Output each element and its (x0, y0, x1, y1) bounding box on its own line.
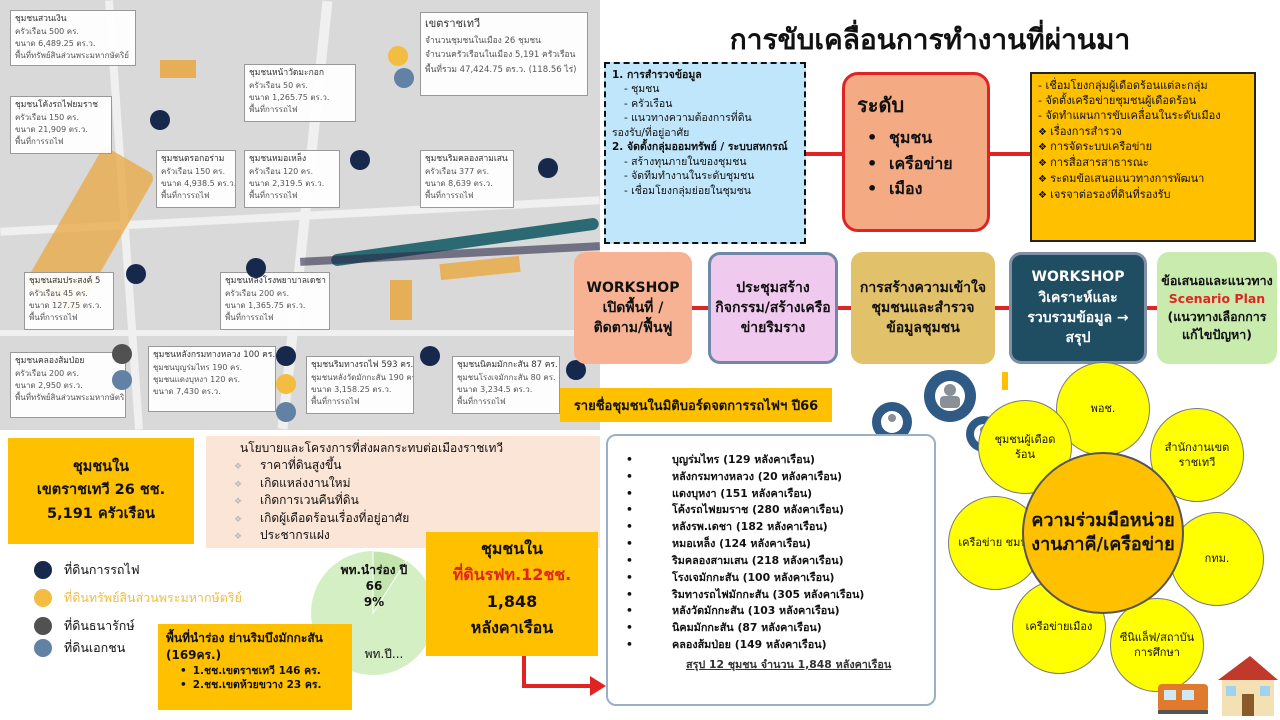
list-item: •โรงเจมักกะสัน (100 หลังคาเรือน) (626, 570, 835, 584)
petal: ซีนิแล็ฟ/สถาบันการศึกษา (1110, 598, 1204, 692)
process-scenario-plan: ข้อเสนอและแนวทาง Scenario Plan (แนวทางเล… (1157, 252, 1277, 364)
outcomes-box: - เชื่อมโยงกลุ่มผู้เดือดร้อนแต่ละกลุ่ม -… (1030, 72, 1256, 242)
list-item: •แดงบุหงา (151 หลังคาเรือน) (626, 486, 813, 500)
survey-steps-box: 1. การสำรวจข้อมูล - ชุมชน - ครัวเรือน - … (604, 62, 806, 244)
map-area-orange (439, 255, 521, 281)
district-info-box: เขตราชเทวี จำนวนชุมชนในเมือง 26 ชุมชน จำ… (420, 12, 588, 96)
process-understanding: การสร้างความเข้าใจชุมชนและสำรวจข้อมูลชุม… (851, 252, 995, 364)
connector-line (990, 152, 1030, 156)
connector-line (806, 152, 842, 156)
list-item: •หมอเหล็ง (124 หลังคาเรือน) (626, 537, 811, 551)
levels-box: ระดับ ชุมชน เครือข่าย เมือง (842, 72, 990, 232)
district-stat-box: ชุมชนใน เขตราชเทวี 26 ชช. 5,191 ครัวเรือ… (8, 438, 194, 544)
legend-swatch (34, 617, 52, 635)
map-marker-private (276, 402, 296, 422)
community-list-label: รายชื่อชุมชนในมิติบอร์ดจตการรถไฟฯ ปี66 (560, 388, 832, 422)
petal: กทม. (1170, 512, 1264, 606)
legend-item: ที่ดินการรถไฟ (34, 560, 140, 580)
flower-center: ความร่วมมือหน่วยงานภาคี/เครือข่าย (1022, 452, 1184, 614)
policy-item: เกิดการเวนคืนที่ดิน (216, 492, 590, 509)
list-item: •หลังวัดมักกะสัน (103 หลังคาเรือน) (626, 604, 840, 618)
list-item: •โค้งรถไฟยมราช (280 หลังคาเรือน) (626, 503, 844, 517)
process-workshop-open: WORKSHOP เปิดพื้นที่ / ติดตาม/ฟื้นฟู (574, 252, 692, 364)
community-card: ชุมชนหลังโรงพยาบาลเดชา ครัวเรือน 200 คร.… (220, 272, 330, 330)
policy-item: เกิดผู้เดือดร้อนเรื่องที่อยู่อาศัย (216, 510, 590, 527)
level-item: ชุมชน (857, 125, 975, 151)
map-road (0, 330, 600, 336)
rfth-community-box: ชุมชนใน ที่ดินรฟท.12ชช. 1,848 หลังคาเรือ… (426, 532, 598, 656)
map-marker-rail (276, 346, 296, 366)
community-card: ชุมชนหมอเหล็ง ครัวเรือน 120 คร. ขนาด 2,3… (244, 150, 340, 208)
legend-item: ที่ดินธนารักษ์ (34, 616, 135, 636)
list-item: •คลองส้มป่อย (149 หลังคาเรือน) (626, 638, 827, 652)
list-item: •บุญร่มไทร (129 หลังคาเรือน) (626, 453, 815, 466)
map-marker-rail (420, 346, 440, 366)
map-area-orange (390, 280, 412, 320)
arrow-line (522, 656, 526, 688)
page-title: การขับเคลื่อนการทำงานที่ผ่านมา (729, 23, 1131, 56)
community-card: ชุมชนสวนเงิน ครัวเรือน 500 คร. ขนาด 6,48… (10, 10, 136, 66)
policy-item: ประชากรแฝง (216, 527, 590, 544)
pie-label-pilot: พท.นำร่อง ปี 66 9% (340, 563, 408, 610)
pilot-item: 2.ชช.เขตห้วยขวาง 23 คร. (166, 678, 344, 693)
list-summary: สรุป 12 ชุมชน จำนวน 1,848 หลังคาเรือน (686, 657, 892, 671)
map-marker-rail (126, 264, 146, 284)
list-item: •หลังกรมทางหลวง (20 หลังคาเรือน) (626, 469, 843, 483)
community-list: •บุญร่มไทร (129 หลังคาเรือน) •หลังกรมทาง… (606, 434, 936, 706)
process-workshop-analysis: WORKSHOP วิเคราะห์และรวบรวมข้อมูล → สรุป (1009, 252, 1147, 364)
community-card: ชุมชนนิคมมักกะสัน 87 คร. ชุมชนโรงเจมักกะ… (452, 356, 560, 414)
community-card: ชุมชนสมประสงค์ 5 ครัวเรือน 45 คร. ขนาด 1… (24, 272, 114, 330)
arrow-head-icon (590, 676, 606, 696)
community-card: ชุมชนหน้าวัดมะกอก ครัวเรือน 50 คร. ขนาด … (244, 64, 356, 122)
policy-item: ราคาที่ดินสูงขึ้น (216, 457, 590, 474)
community-card: ชุมชนตรอกอร่าม ครัวเรือน 150 คร. ขนาด 4,… (156, 150, 236, 208)
map-marker-rail (246, 258, 266, 278)
community-card: ชุมชนริมทางรถไฟ 593 คร. ชุมชนหลังวัดมักก… (306, 356, 414, 414)
pilot-area-box: พื้นที่นำร่อง ย่านริมบึงมักกะสัน (169คร.… (158, 624, 352, 710)
pie-slice-pilot (372, 550, 407, 615)
map-marker-treasury (112, 344, 132, 364)
legend-swatch (34, 561, 52, 579)
community-card: ชุมชนหลังกรมทางหลวง 100 คร. ชุมชนบุญร่มไ… (148, 346, 276, 412)
map-marker-private (394, 68, 414, 88)
map-marker-rail (566, 360, 586, 380)
arrow-line (522, 684, 594, 688)
map-marker-rail (538, 158, 558, 178)
map-area-orange (160, 60, 196, 78)
list-item: •ริมทางรถไฟมักกะสัน (305 หลังคาเรือน) (626, 587, 865, 601)
legend-swatch (34, 639, 52, 657)
map-marker-rail (150, 110, 170, 130)
list-item: •หลังรพ.เดชา (182 หลังคาเรือน) (626, 520, 828, 534)
map-marker-rail (350, 150, 370, 170)
policy-item: เกิดแหล่งงานใหม่ (216, 475, 590, 492)
level-item: เครือข่าย (857, 151, 975, 177)
pilot-item: 1.ชช.เขตราชเทวี 146 คร. (166, 664, 344, 679)
level-item: เมือง (857, 176, 975, 202)
pie-label-other: พท.ปี... (364, 647, 404, 661)
legend-swatch (34, 589, 52, 607)
map-marker-private (112, 370, 132, 390)
map-marker-crown (276, 374, 296, 394)
aerial-map: ชุมชนสวนเงิน ครัวเรือน 500 คร. ขนาด 6,48… (0, 0, 600, 430)
list-item: •ริมคลองสามเสน (218 หลังคาเรือน) (626, 553, 844, 567)
community-card: ชุมชนโค้งรถไฟยมราช ครัวเรือน 150 คร. ขนา… (10, 96, 112, 154)
community-card: ชุมชนคลองส้มป่อย ครัวเรือน 200 คร. ขนาด … (10, 352, 126, 418)
list-item: •นิคมมักกะสัน (87 หลังคาเรือน) (626, 621, 822, 635)
house-train-icon (1158, 656, 1278, 716)
community-card: ชุมชนริมคลองสามเสน ครัวเรือน 377 คร. ขนา… (420, 150, 514, 208)
map-marker-crown (388, 46, 408, 66)
legend-item: ที่ดินทรัพย์สินส่วนพระมหากษัตริย์ (34, 588, 242, 608)
process-meeting: ประชุมสร้างกิจกรรม/สร้างเครือข่ายริมราง (708, 252, 838, 364)
legend-item: ที่ดินเอกชน (34, 638, 125, 658)
policy-box: นโยบายและโครงการที่ส่งผลกระทบต่อเมืองราช… (206, 436, 600, 548)
